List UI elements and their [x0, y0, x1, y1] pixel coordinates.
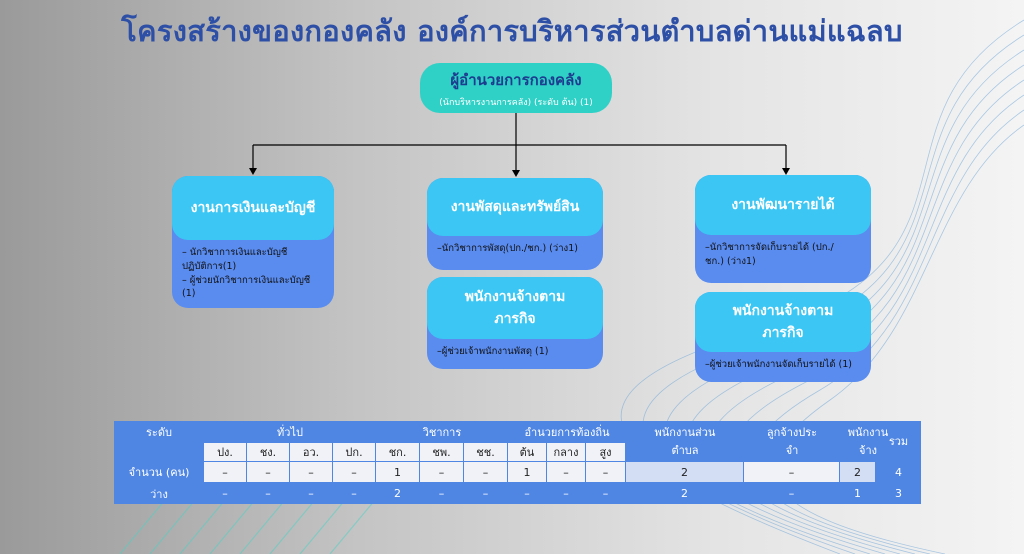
- staff-summary-table: ระดับ ทั่วไป วิชาการ อำนวยการท้องถิ่น พน…: [114, 421, 921, 504]
- header-general: ทั่วไป: [277, 426, 303, 439]
- row-count-cell: –: [547, 462, 585, 482]
- supplies-division-card: งานพัสดุและทรัพย์สิน –นักวิชาการพัสดุ(ปก…: [427, 178, 603, 270]
- row-vacant-label: ว่าง: [150, 487, 168, 501]
- row-count-cell: –: [586, 462, 625, 482]
- header-director: อำนวยการท้องถิ่น: [524, 426, 610, 439]
- finance-division-title: งานการเงินและบัญชี: [172, 176, 334, 240]
- subheader: ปก.: [333, 443, 375, 461]
- row-vacant-cell: –: [222, 487, 228, 500]
- row-vacant-cell: –: [265, 487, 271, 500]
- row-vacant-cell: –: [563, 487, 569, 500]
- subheader: สูง: [586, 443, 625, 461]
- header-local-staff: พนักงานส่วนตำบล: [654, 426, 716, 457]
- row-count-cell: –: [464, 462, 507, 482]
- header-academic: วิชาการ: [422, 426, 462, 439]
- revenue-contract-staff: –ผู้ช่วยเจ้าพนักงานจัดเก็บรายได้ (1): [705, 359, 852, 370]
- row-vacant-cell: –: [308, 487, 314, 500]
- row-vacant-permanent: –: [788, 487, 795, 500]
- row-vacant-cell: –: [351, 487, 357, 500]
- row-vacant-cell: –: [602, 487, 609, 500]
- revenue-division-staff: –นักวิชาการจัดเก็บรายได้ (ปก./ ชก.) (ว่า…: [705, 242, 834, 267]
- header-total: รวม: [888, 435, 909, 448]
- header-level: ระดับ: [146, 426, 172, 439]
- subheader: ชพ.: [420, 443, 463, 461]
- subheader: ชก.: [376, 443, 419, 461]
- director-title: ผู้อำนวยการกองคลัง: [450, 70, 582, 89]
- revenue-division-title: งานพัฒนารายได้: [695, 175, 871, 235]
- supplies-contract-title: พนักงานจ้างตาม ภารกิจ: [427, 277, 603, 339]
- row-count-label: จำนวน (คน): [128, 466, 190, 479]
- supplies-division-title: งานพัสดุและทรัพย์สิน: [427, 178, 603, 236]
- director-subtitle: (นักบริหารงานการคลัง) (ระดับ ต้น) (1): [439, 97, 593, 108]
- subheader: อว.: [290, 443, 332, 461]
- revenue-contract-title: พนักงานจ้างตาม ภารกิจ: [695, 292, 871, 352]
- subheader: ปง.: [204, 443, 246, 461]
- row-count-cell: –: [247, 462, 289, 482]
- row-vacant-total: 3: [895, 487, 902, 500]
- finance-division-staff: – นักวิชาการเงินและบัญชี ปฏิบัติการ(1) –…: [182, 247, 311, 300]
- supplies-division-staff: –นักวิชาการพัสดุ(ปก./ชก.) (ว่าง1): [437, 243, 578, 254]
- header-contract-staff: พนักงานจ้าง: [847, 426, 889, 457]
- row-count-cell: –: [290, 462, 332, 482]
- row-vacant-cell: –: [438, 487, 445, 500]
- row-vacant-local: 2: [681, 487, 688, 500]
- director-box: ผู้อำนวยการกองคลัง (นักบริหารงานการคลัง)…: [420, 63, 612, 113]
- row-vacant-contract: 1: [854, 487, 861, 500]
- row-count-cell: –: [204, 462, 246, 482]
- subheader: ต้น: [508, 443, 546, 461]
- row-count-local: 2: [626, 462, 743, 482]
- row-count-total: 4: [895, 465, 902, 479]
- row-vacant-cell: –: [482, 487, 489, 500]
- row-count-cell: 1: [376, 462, 419, 482]
- row-count-cell: –: [333, 462, 375, 482]
- row-count-cell: –: [420, 462, 463, 482]
- row-vacant-cell: –: [524, 487, 530, 500]
- supplies-contract-staff: –ผู้ช่วยเจ้าพนักงานพัสดุ (1): [437, 346, 549, 357]
- finance-division-card: งานการเงินและบัญชี – นักวิชาการเงินและบั…: [172, 176, 334, 308]
- supplies-contract-card: พนักงานจ้างตาม ภารกิจ –ผู้ช่วยเจ้าพนักงา…: [427, 277, 603, 369]
- revenue-contract-card: พนักงานจ้างตาม ภารกิจ –ผู้ช่วยเจ้าพนักงา…: [695, 292, 871, 382]
- header-permanent-employee: ลูกจ้างประจำ: [766, 426, 818, 457]
- page-title: โครงสร้างของกองคลัง องค์การบริหารส่วนตำบ…: [121, 14, 903, 48]
- row-vacant-cell: 2: [394, 487, 401, 500]
- subheader: ชช.: [464, 443, 507, 461]
- row-count-contract: 2: [840, 462, 875, 482]
- subheader: ชง.: [247, 443, 289, 461]
- revenue-division-card: งานพัฒนารายได้ –นักวิชาการจัดเก็บรายได้ …: [695, 175, 871, 283]
- row-count-permanent: –: [744, 462, 839, 482]
- row-count-cell: 1: [508, 462, 546, 482]
- subheader: กลาง: [547, 443, 585, 461]
